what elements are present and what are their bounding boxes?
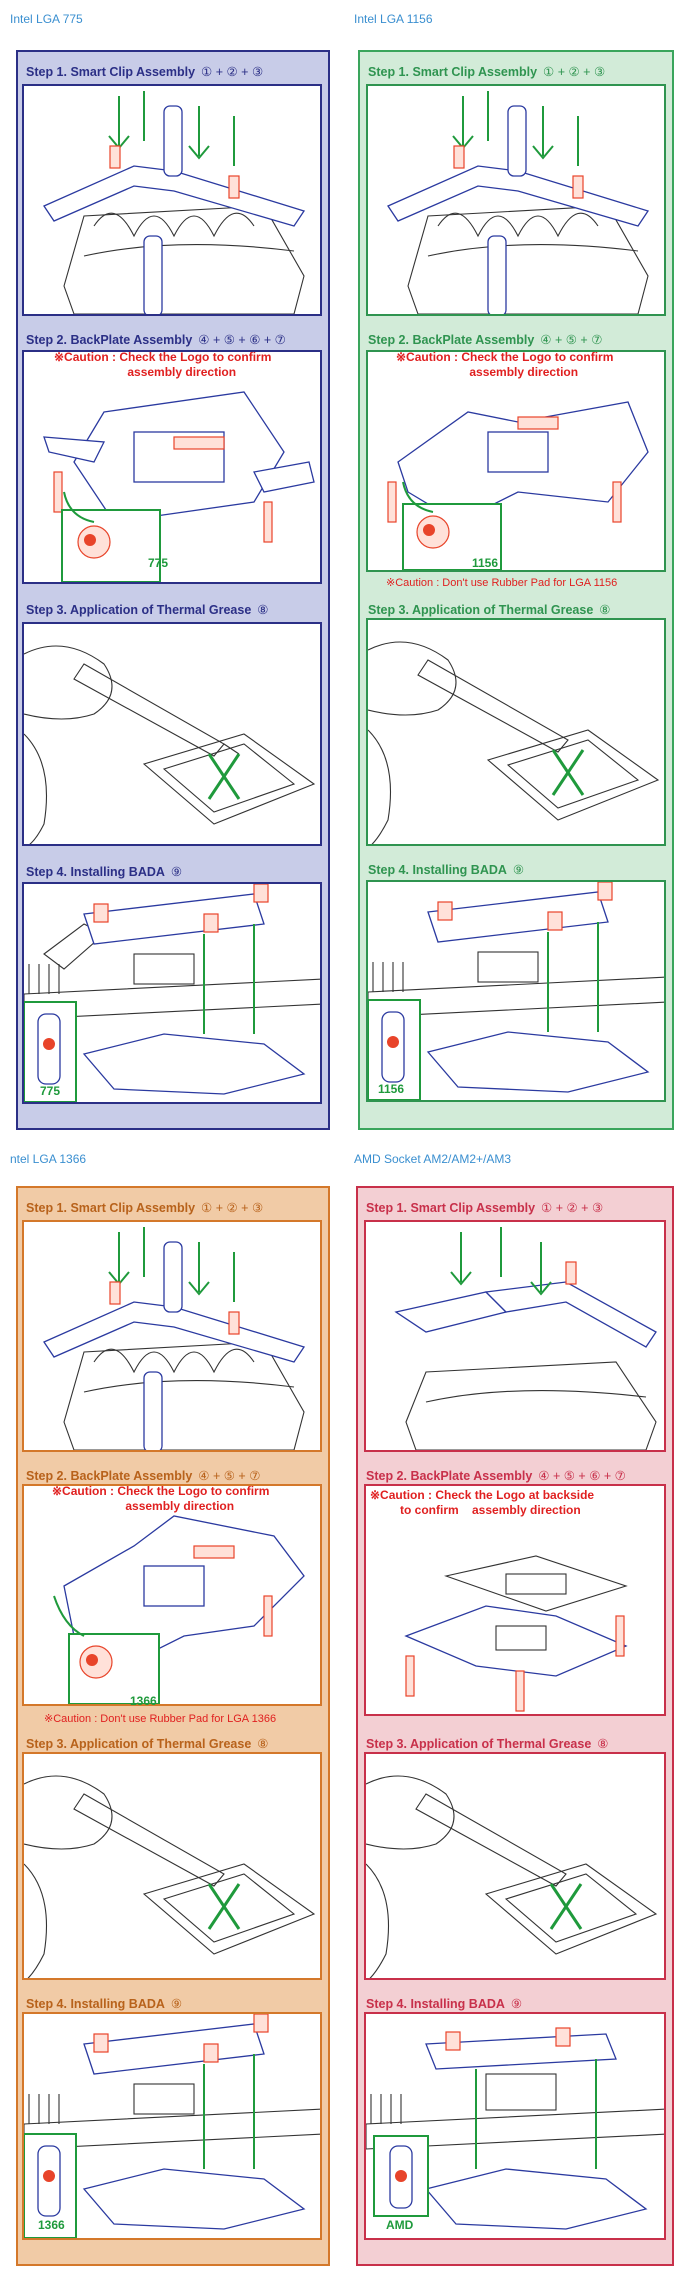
step4-tag-lga1366: 1366: [38, 2218, 65, 2232]
step4-tag-lga1156: 1156: [378, 1082, 405, 1096]
step2-illustration-amd: [364, 1484, 666, 1716]
step2-illustration-lga775: [22, 350, 322, 584]
section-title-lga1156: Intel LGA 1156: [354, 12, 433, 26]
step1-illustration-amd: [364, 1220, 666, 1452]
step2-tag-lga775: 775: [148, 556, 169, 570]
section-title-lga775: Intel LGA 775: [10, 12, 83, 26]
step4-tag-lga775: 775: [40, 1084, 61, 1098]
step1-illustration-lga775: [22, 84, 322, 316]
step2-caution-lga775: ※Caution : Check the Logo to confirm ass…: [54, 350, 272, 379]
step2-caution-lga1366: ※Caution : Check the Logo to confirm ass…: [52, 1484, 270, 1513]
step2-illustration-lga1156: [366, 350, 666, 572]
step2-caution-amd: ※Caution : Check the Logo at backside to…: [370, 1488, 595, 1517]
section-title-amd: AMD Socket AM2/AM2+/AM3: [354, 1152, 512, 1166]
step2-note-lga1366: ※Caution : Don't use Rubber Pad for LGA …: [44, 1713, 277, 1725]
step4-illustration-lga775: [22, 882, 322, 1104]
step2-tag-lga1366: 1366: [130, 1694, 157, 1708]
step2-note-lga1156: ※Caution : Don't use Rubber Pad for LGA …: [386, 577, 618, 589]
step1-illustration-lga1366: [22, 1220, 322, 1452]
step4-illustration-amd: [364, 2012, 666, 2240]
step1-illustration-lga1156: [366, 84, 666, 316]
step4-tag-amd: AMD: [386, 2218, 414, 2232]
step2-illustration-lga1366: [22, 1484, 322, 1706]
step3-illustration-lga1366: [22, 1752, 322, 1980]
step4-illustration-lga1156: [366, 880, 666, 1102]
step4-illustration-lga1366: [22, 2012, 322, 2240]
step2-caution-lga1156: ※Caution : Check the Logo to confirm ass…: [396, 350, 614, 379]
step3-illustration-amd: [364, 1752, 666, 1980]
step2-tag-lga1156: 1156: [472, 556, 499, 570]
section-title-lga1366: ntel LGA 1366: [10, 1152, 87, 1166]
step3-illustration-lga1156: [366, 618, 666, 846]
step3-illustration-lga775: [22, 622, 322, 846]
